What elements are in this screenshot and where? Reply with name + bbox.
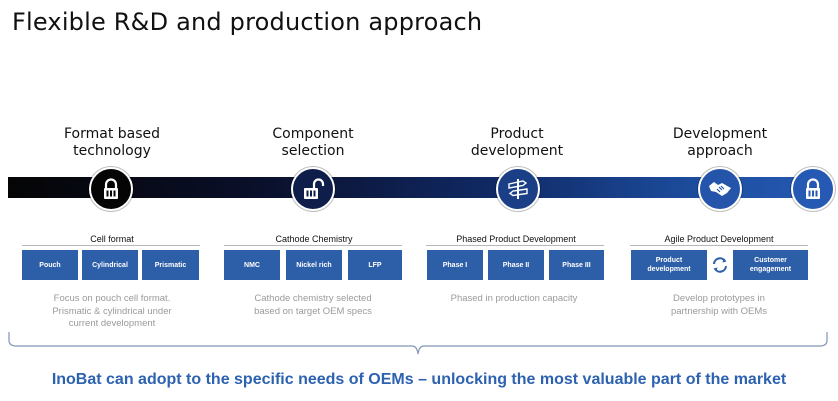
column-heading-format: Format based technology bbox=[63, 126, 161, 159]
pill-cylindrical: Cylindrical bbox=[82, 250, 138, 280]
pill-product-development: Product development bbox=[631, 250, 707, 280]
column-heading-product: Product development bbox=[470, 126, 564, 159]
column-heading-component: Component selection bbox=[272, 126, 354, 159]
box-title-cathode: Cathode Chemistry bbox=[275, 234, 353, 244]
pill-customer-engagement: Customer engagement bbox=[733, 250, 808, 280]
box-title-agile: Agile Product Development bbox=[664, 234, 774, 244]
pill-prismatic: Prismatic bbox=[142, 250, 199, 280]
description-development: Develop prototypes in partnership with O… bbox=[670, 293, 768, 317]
divider bbox=[426, 245, 604, 246]
description-format: Focus on pouch cell format. Prismatic & … bbox=[52, 293, 172, 329]
lock-icon bbox=[104, 178, 118, 199]
signpost-icon bbox=[508, 179, 528, 199]
pill-phase-2: Phase II bbox=[488, 250, 544, 280]
lock-icon bbox=[806, 178, 820, 199]
timeline-bar bbox=[8, 177, 828, 198]
cycle-arrows-icon bbox=[713, 257, 727, 273]
divider bbox=[22, 245, 200, 246]
description-product: Phased in production capacity bbox=[450, 293, 578, 304]
bottom-statement: InoBat can adopt to the specific needs o… bbox=[51, 371, 787, 388]
development-circle bbox=[698, 167, 742, 211]
box-title-phased: Phased Product Development bbox=[456, 234, 576, 244]
page-title: Flexible R&D and production approach bbox=[12, 8, 483, 36]
unlock-icon bbox=[304, 178, 325, 199]
divider bbox=[630, 245, 808, 246]
pill-phase-1: Phase I bbox=[427, 250, 483, 280]
summary-bracket bbox=[8, 332, 828, 355]
product-circle bbox=[496, 167, 540, 211]
format-circle bbox=[89, 167, 133, 211]
pill-nickel-rich: Nickel rich bbox=[286, 250, 342, 280]
pill-lfp: LFP bbox=[348, 250, 402, 280]
box-title-cell-format: Cell format bbox=[90, 234, 134, 244]
description-component: Cathode chemistry selected based on targ… bbox=[254, 293, 372, 317]
component-circle bbox=[291, 167, 335, 211]
pill-pouch: Pouch bbox=[22, 250, 78, 280]
end-lock-circle bbox=[791, 167, 835, 211]
column-heading-development: Development approach bbox=[672, 126, 768, 159]
divider bbox=[224, 245, 402, 246]
pill-nmc: NMC bbox=[224, 250, 280, 280]
pill-phase-3: Phase III bbox=[549, 250, 604, 280]
handshake-icon bbox=[709, 182, 731, 196]
